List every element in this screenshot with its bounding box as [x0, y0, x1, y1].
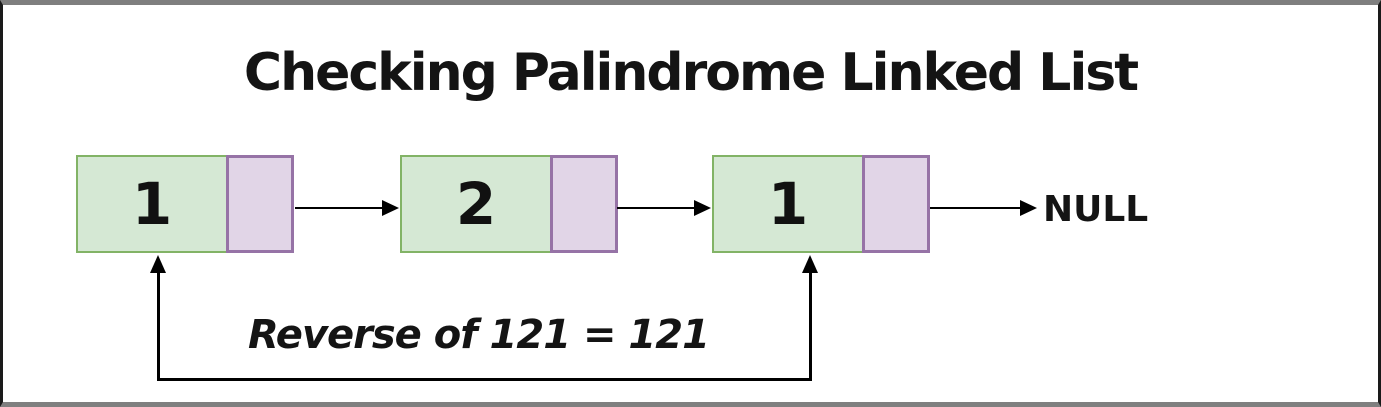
next-pointer-arrow-2	[617, 200, 711, 216]
arrow-right-icon	[1020, 200, 1037, 216]
diagram-title: Checking Palindrome Linked List	[243, 43, 1139, 103]
loop-arrow-left-segment	[157, 272, 160, 381]
linked-list-node-2: 2	[400, 155, 618, 253]
node-3-data-cell: 1	[712, 155, 864, 253]
arrow-up-icon	[802, 255, 818, 273]
next-pointer-arrow-1	[295, 200, 399, 216]
loop-arrow-bottom-segment	[157, 378, 812, 381]
linked-list-node-1: 1	[76, 155, 294, 253]
node-1-pointer-cell	[225, 155, 294, 253]
null-label: NULL	[1043, 189, 1149, 230]
arrow-shaft	[617, 206, 694, 210]
node-2-data-cell: 2	[400, 155, 552, 253]
arrow-shaft	[295, 206, 382, 210]
arrow-right-icon	[694, 200, 711, 216]
node-2-pointer-cell	[549, 155, 618, 253]
arrow-shaft	[930, 206, 1020, 210]
node-3-pointer-cell	[861, 155, 930, 253]
arrow-right-icon	[382, 200, 399, 216]
loop-arrow-right-segment	[809, 272, 812, 381]
node-1-data-cell: 1	[76, 155, 228, 253]
arrow-up-icon	[150, 255, 166, 273]
null-pointer-arrow	[930, 200, 1037, 216]
linked-list-node-3: 1	[712, 155, 930, 253]
reverse-annotation: Reverse of 121 = 121	[248, 312, 710, 358]
